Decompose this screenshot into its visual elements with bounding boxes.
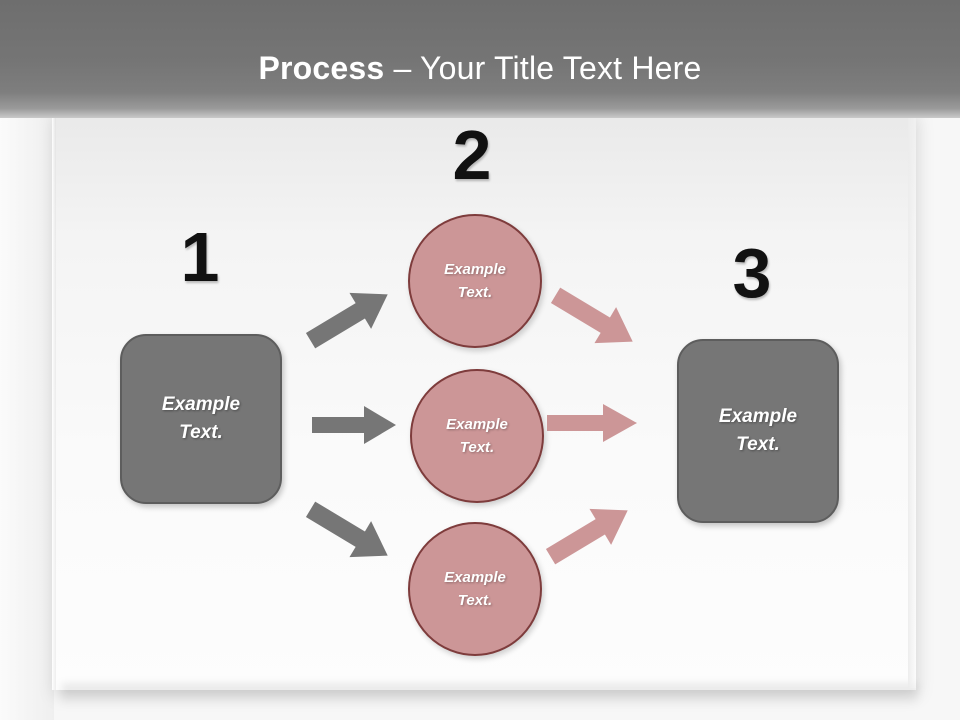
- arrow-node-1-to-end-icon: [545, 284, 645, 354]
- step-number-2: 2: [452, 116, 492, 194]
- step-number-1: 1: [180, 218, 220, 296]
- step-number-3: 3: [732, 234, 772, 312]
- page-title-rest: Your Title Text Here: [420, 50, 702, 86]
- title-bar: [0, 0, 960, 118]
- arrow-start-to-node-2-icon: [308, 402, 400, 448]
- process-node-circle-2-label: Example Text.: [446, 415, 508, 456]
- process-node-circle-1[interactable]: Example Text.: [408, 214, 542, 348]
- arrow-start-to-node-1-icon: [300, 282, 400, 352]
- page-edge-left: [52, 110, 56, 690]
- process-end-box[interactable]: Example Text.: [677, 339, 839, 523]
- process-node-circle-1-label: Example Text.: [444, 260, 506, 301]
- arrow-node-2-to-end-icon: [543, 400, 641, 446]
- page-edge-right: [908, 110, 916, 688]
- arrow-start-to-node-3-icon: [300, 498, 400, 568]
- process-start-box-label: Example Text.: [161, 393, 241, 444]
- page-title-strong: Process: [258, 50, 385, 86]
- process-start-box[interactable]: Example Text.: [120, 334, 282, 504]
- process-node-circle-3[interactable]: Example Text.: [408, 522, 542, 656]
- page-left-gutter: [0, 118, 54, 720]
- arrow-node-3-to-end-icon: [540, 498, 640, 568]
- page-title: Process – Your Title Text Here: [0, 50, 960, 87]
- page-title-separator: –: [384, 50, 421, 86]
- process-node-circle-3-label: Example Text.: [444, 568, 506, 609]
- process-node-circle-2[interactable]: Example Text.: [410, 369, 544, 503]
- page-bottom-shadow: [62, 684, 918, 706]
- process-end-box-label: Example Text.: [718, 405, 798, 456]
